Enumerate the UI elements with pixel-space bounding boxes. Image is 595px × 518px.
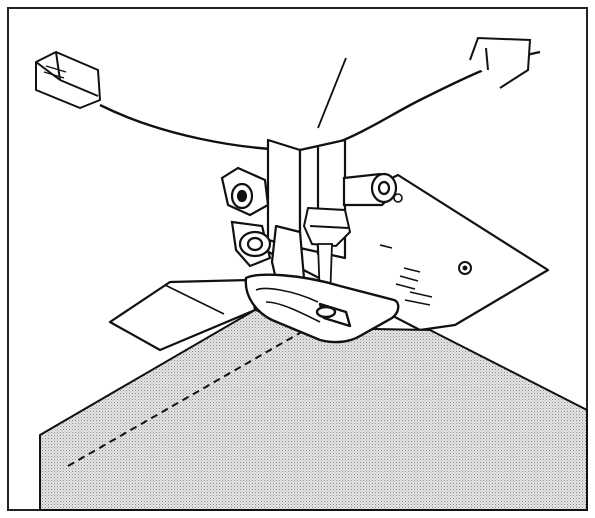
thread-guide-bracket [469, 36, 532, 89]
plate-guide-marks [379, 244, 433, 306]
thread-line [317, 57, 347, 129]
needle-clamp [302, 206, 352, 248]
needle-clamp-screw [342, 172, 398, 207]
stitch-line [67, 329, 306, 467]
light-cover [35, 51, 101, 109]
presser-foot [244, 273, 400, 344]
presser-foot-screw [220, 166, 272, 268]
plate-screw-hole-2 [393, 193, 403, 203]
